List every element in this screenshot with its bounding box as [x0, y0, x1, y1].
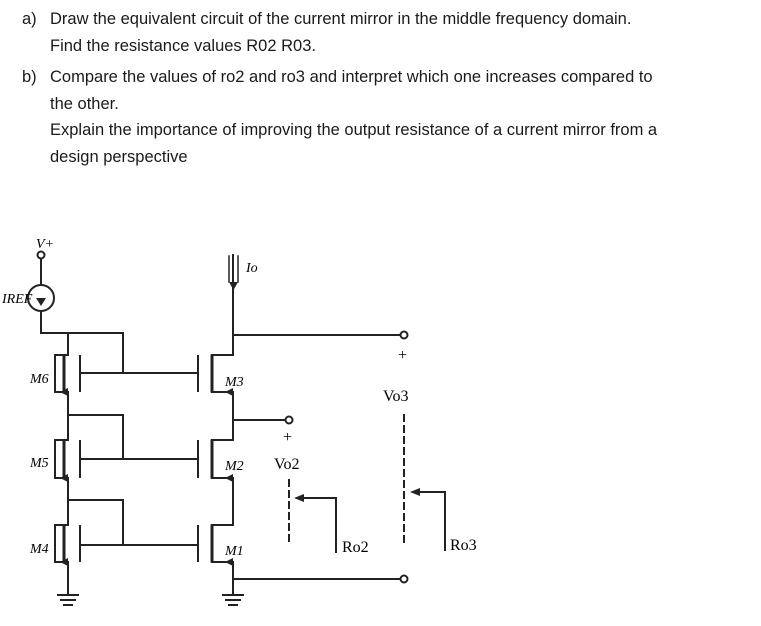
cascode-current-mirror-diagram: V+ IREF Io M6 M5 M4 M3 M2 M1 + Vo2 + Vo3…	[1, 237, 477, 606]
supply-label: V+	[36, 237, 54, 252]
question-a-line-1: Draw the equivalent circuit of the curre…	[50, 10, 632, 28]
vo3-plus: +	[398, 347, 407, 364]
question-a-marker: a)	[22, 10, 37, 28]
question-b-line-1: Compare the values of ro2 and ro3 and in…	[50, 68, 653, 86]
ro2-label: Ro2	[342, 539, 369, 556]
question-b-line-3: Explain the importance of improving the …	[50, 121, 658, 139]
m1-label: M1	[224, 544, 244, 559]
question-a: a) Draw the equivalent circuit of the cu…	[22, 6, 752, 60]
m6-label: M6	[29, 372, 49, 387]
question-a-line-2: Find the resistance values R02 R03.	[50, 37, 316, 55]
question-b-line-2: the other.	[50, 95, 119, 113]
iref-label: IREF	[1, 292, 33, 307]
vo3-label: Vo3	[383, 388, 409, 405]
vo3-terminal	[399, 330, 409, 340]
question-b-marker: b)	[22, 68, 37, 86]
ro2-arrow-icon	[294, 494, 304, 502]
ro3-label: Ro3	[450, 537, 477, 554]
vo3-return-terminal	[399, 574, 409, 584]
m3-label: M3	[224, 375, 244, 390]
ro3-arrow-icon	[410, 488, 420, 496]
question-b-line-4: design perspective	[50, 148, 188, 166]
m2-label: M2	[224, 459, 244, 474]
vo2-plus: +	[283, 429, 292, 446]
vo2-terminal	[284, 415, 294, 425]
vo2-label: Vo2	[274, 456, 300, 473]
io-label: Io	[245, 261, 258, 276]
m5-label: M5	[29, 456, 49, 471]
m4-label: M4	[29, 542, 49, 557]
supply-terminal	[36, 250, 46, 260]
iref-arrow-icon	[36, 298, 46, 306]
question-b: b) Compare the values of ro2 and ro3 and…	[22, 64, 752, 174]
io-arrow-icon	[229, 282, 238, 290]
